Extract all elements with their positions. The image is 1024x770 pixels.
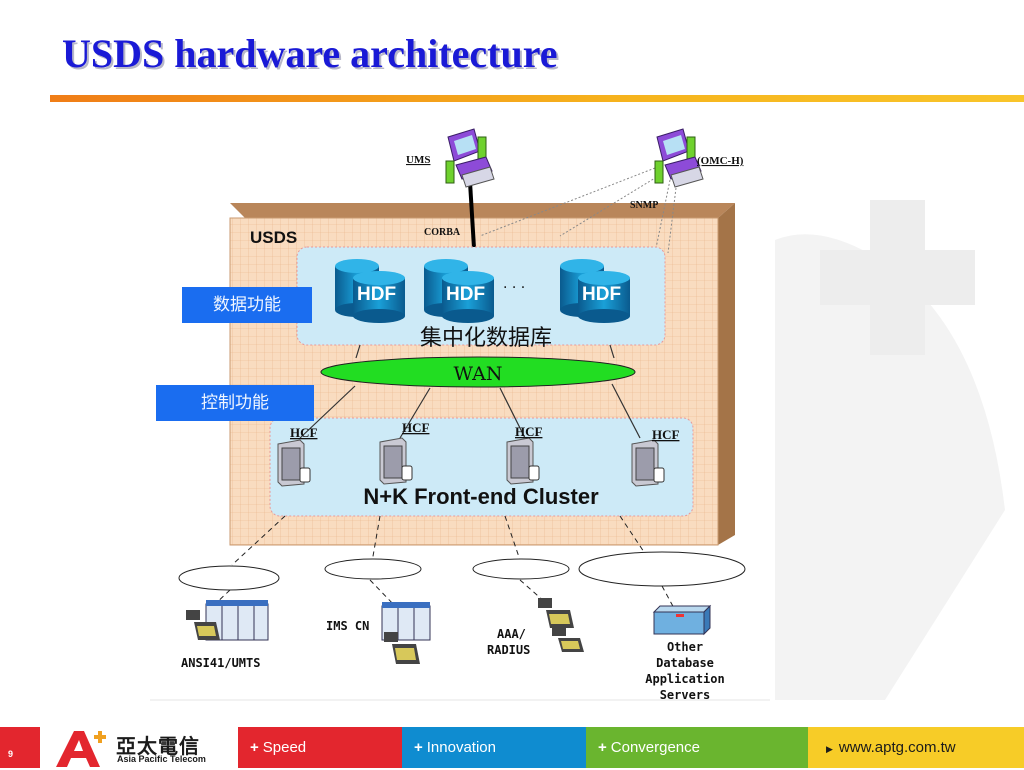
page-number-box: 9: [0, 727, 40, 768]
other-label-line4: Servers: [660, 688, 711, 702]
hdf-ellipsis: · · ·: [503, 280, 525, 296]
company-logo: 亞太電信 Asia Pacific Telecom: [40, 727, 238, 768]
ims-switch-icon: [381, 602, 431, 664]
hdf-label-1: HDF: [357, 284, 396, 305]
ansi-label: ANSI41/UMTS: [181, 656, 260, 670]
app-server-icon: [652, 604, 712, 636]
data-function-label: 数据功能: [182, 287, 312, 323]
other-label-line1: Other: [667, 640, 703, 654]
ums-label: UMS: [406, 154, 430, 166]
hdf-label-2: HDF: [446, 284, 485, 305]
wan-label: WAN: [454, 363, 503, 385]
ums-workstation-icon: [445, 128, 495, 188]
corba-link: [468, 181, 476, 249]
cluster-container: [269, 417, 694, 517]
hcf-label-2: HCF: [402, 420, 430, 435]
corba-label: CORBA: [424, 227, 461, 238]
ansi-network-ellipse: [178, 565, 280, 591]
snmp-label: SNMP: [630, 200, 658, 211]
logo-english-name: Asia Pacific Telecom: [117, 754, 206, 764]
aptg-a-logo-icon: [56, 731, 106, 767]
slide-title: USDS hardware architecture: [62, 31, 558, 76]
ims-network-ellipse: [324, 558, 422, 580]
plus-icon: +: [414, 739, 423, 756]
footer-bar: 9 亞太電信 Asia Pacific Telecom +Speed +Inno…: [0, 727, 1024, 768]
plus-icon: +: [598, 739, 607, 756]
other-label-line2: Database: [656, 656, 714, 670]
hcf-server-3-icon: [506, 437, 540, 485]
hdf-label-3: HDF: [582, 284, 621, 305]
ims-label: IMS CN: [326, 619, 369, 633]
hdf-disk-2: [424, 259, 494, 323]
control-function-label: 控制功能: [156, 385, 314, 421]
arrow-right-icon: ▶: [826, 744, 833, 754]
hdf-disk-1: [335, 259, 405, 323]
footer-convergence-label: Convergence: [610, 739, 700, 756]
footer-convergence: +Convergence: [586, 727, 808, 768]
footer-speed-label: Speed: [262, 739, 307, 756]
ansi-switch-icon: [186, 600, 269, 641]
aaa-terminal-icon: [538, 598, 584, 652]
hcf-server-1-icon: [277, 439, 311, 487]
wan-links: [299, 344, 641, 439]
watermark-logo-icon: [775, 200, 1005, 700]
wan-ellipse: [320, 356, 636, 388]
database-label: 集中化数据库: [420, 326, 552, 351]
footer-website[interactable]: ▶ www.aptg.com.tw: [808, 727, 1024, 768]
snmp-links: [479, 167, 677, 254]
hcf-label-4: HCF: [652, 427, 680, 442]
aaa-label-line1: AAA/: [497, 627, 526, 641]
plus-icon: +: [250, 739, 259, 756]
hcf-server-2-icon: [379, 437, 413, 485]
page-number: 9: [8, 749, 14, 759]
footer-innovation: +Innovation: [402, 727, 586, 768]
footer-speed: +Speed: [238, 727, 402, 768]
aaa-network-ellipse: [472, 558, 570, 580]
hcf-server-4-icon: [631, 439, 665, 487]
omc-label: (OMC-H): [697, 155, 744, 167]
other-network-ellipse: [578, 551, 746, 587]
hdf-disk-3: [560, 259, 630, 323]
other-label-line3: Application: [645, 672, 724, 686]
logo-chinese-name: 亞太電信: [116, 734, 200, 758]
hcf-label-1: HCF: [290, 425, 318, 440]
aaa-label-line2: RADIUS: [487, 643, 530, 657]
footer-website-label[interactable]: www.aptg.com.tw: [838, 739, 956, 756]
omc-workstation-icon: [654, 128, 704, 188]
cluster-label: N+K Front-end Cluster: [363, 484, 599, 509]
usds-label: USDS: [250, 228, 297, 247]
title-underline: [50, 95, 1024, 102]
footer-innovation-label: Innovation: [426, 739, 496, 756]
hcf-label-3: HCF: [515, 424, 543, 439]
